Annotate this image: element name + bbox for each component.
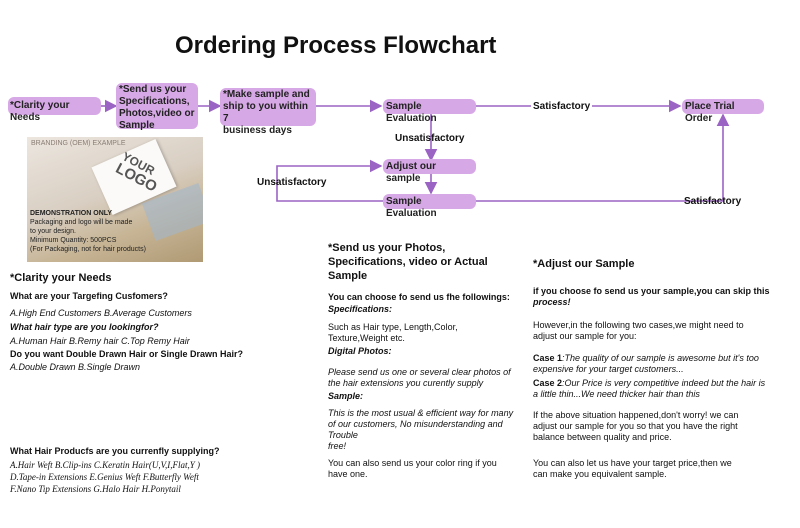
col1-question-3: Do you want Double Drawn Hair or Single … (10, 349, 244, 359)
col1-answer-2: A.Human Hair B.Remy hair C.Top Remy Hair (10, 336, 190, 346)
box-make-sample: *Make sample and ship to you within 7 bu… (220, 88, 316, 136)
demo-notes: DEMONSTRATION ONLY Packaging and logo wi… (30, 210, 146, 253)
col3-heading: *Adjust our Sample (533, 258, 635, 270)
col2-color-ring-text: You can also send us your color ring if … (328, 458, 497, 479)
label-unsatisfactory-2: Unsatisfactory (257, 177, 327, 188)
col2-sample-text: This is the most usual & efficient way f… (328, 408, 514, 451)
col2-spec-text: Such as Hair type, Length,Color, Texture… (328, 322, 458, 343)
col2-sample-heading: Sample: (328, 391, 364, 401)
col1-question-4: What Hair Producfs are you currenfly sup… (10, 446, 220, 456)
col2-photo-heading: Digital Photos: (328, 346, 392, 356)
photo-brand-caption: BRANDING (OEM) EXAMPLE (31, 140, 126, 147)
col2-heading: *Send us your Photos, Specifications, vi… (328, 242, 488, 282)
col1-question-1: What are your Targefing Cusfomers? (10, 291, 168, 301)
box-sample-evaluation-1: Sample Evaluation (383, 99, 476, 124)
label-satisfactory-2: Satisfactory (684, 196, 742, 207)
col1-answer-3: A.Double Drawn B.Single Drawn (10, 362, 141, 372)
col2-spec-heading: Specifications: (328, 304, 393, 314)
col3-intro: if you choose fo send us your sample,you… (533, 286, 770, 307)
col1-question-2: What hair type are you lookingfor? (10, 322, 159, 332)
box-place-trial-order: Place Trial Order (682, 99, 764, 124)
col1-answer-1: A.High End Customers B.Average Customers (10, 308, 192, 318)
arrow-eval2-trial (476, 113, 730, 202)
box-adjust-sample: Adjust our sample (383, 159, 476, 184)
label-unsatisfactory-1: Unsatisfactory (395, 133, 465, 144)
label-satisfactory-1: Satisfactory (533, 101, 591, 112)
col3-target-price: You can also let us have your target pri… (533, 458, 732, 479)
col1-heading: *Clarity your Needs (10, 272, 112, 284)
col3-case-2: Case 2:Our Price is very competitive ind… (533, 378, 766, 399)
box-send-specs: *Send us your Specifications, Photos,vid… (116, 83, 198, 131)
col3-however: However,in the following two cases,we mi… (533, 320, 744, 341)
arrow-eval2-loop (276, 159, 383, 202)
branding-example-photo: BRANDING (OEM) EXAMPLE YOUR LOGO DEMONST… (27, 137, 203, 262)
col3-situation: If the above situation happened,don't wo… (533, 410, 739, 442)
col2-photo-text: Please send us one or several clear phot… (328, 367, 511, 388)
col3-case-1: Case 1:The quality of our sample is awes… (533, 353, 759, 374)
box-clarity-needs: *Clarity your Needs (8, 97, 101, 123)
page-title: Ordering Process Flowchart (175, 32, 497, 59)
col2-intro: You can choose fo send us fhe followings… (328, 292, 510, 302)
box-sample-evaluation-2: Sample Evaluation (383, 194, 476, 219)
col1-answer-4: A.Hair Weft B.Clip-ins C.Keratin Hair(U,… (10, 460, 201, 494)
